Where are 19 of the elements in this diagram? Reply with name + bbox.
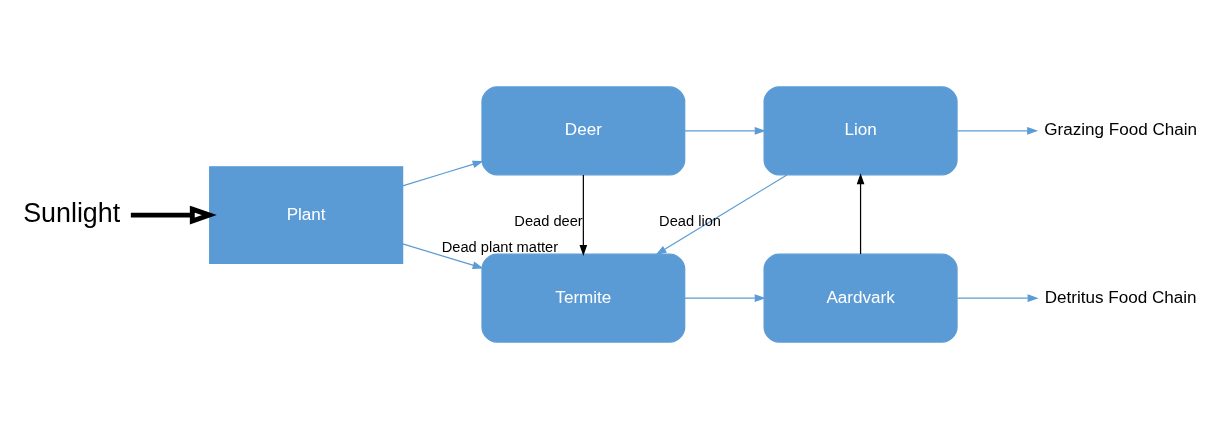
arrow bbox=[684, 293, 766, 302]
node-box: Plant bbox=[209, 165, 404, 264]
arrow bbox=[130, 205, 217, 225]
arrow bbox=[956, 126, 1039, 135]
arrow bbox=[856, 172, 865, 255]
node-box: Lion bbox=[763, 85, 958, 175]
arrow bbox=[956, 293, 1039, 302]
edge-label: Dead plant matter bbox=[441, 238, 559, 255]
arrow bbox=[402, 160, 484, 186]
edge-label: Dead deer bbox=[514, 212, 583, 229]
arrow bbox=[402, 242, 484, 269]
arrow bbox=[684, 126, 766, 135]
node-text: Detritus Food Chain bbox=[1044, 287, 1197, 307]
node-box: Aardvark bbox=[763, 253, 958, 343]
arrow bbox=[579, 174, 588, 256]
node-text: Sunlight bbox=[23, 197, 121, 228]
node-box: Deer bbox=[481, 85, 686, 175]
node-text: Grazing Food Chain bbox=[1044, 119, 1198, 139]
arrow bbox=[655, 173, 788, 255]
